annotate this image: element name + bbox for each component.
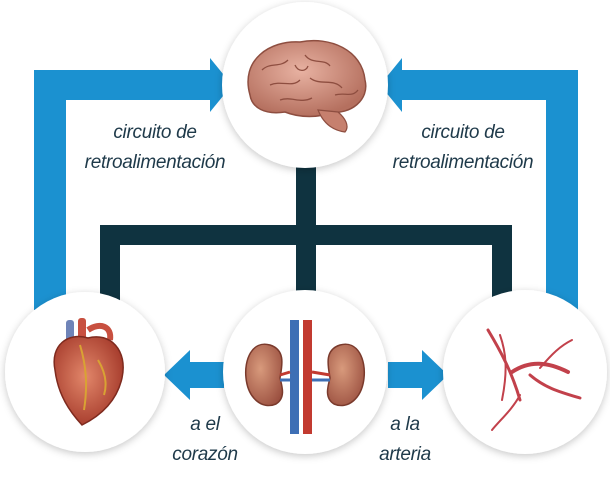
heart-icon	[53, 318, 124, 426]
kidneys-node	[223, 290, 387, 454]
feedback-label-right: circuito de retroalimentación	[368, 118, 558, 178]
to-heart-label-line1: a el	[190, 414, 220, 435]
feedback-arrow-right	[380, 58, 402, 112]
feedback-loop-left	[34, 58, 232, 310]
feedback-loop-right	[380, 58, 578, 310]
arrow-to-artery	[388, 350, 448, 400]
feedback-arrow-left	[210, 58, 232, 112]
brain-icon	[247, 40, 367, 133]
feedback-label-right-line1: circuito de	[421, 122, 505, 143]
brain-node	[222, 2, 388, 168]
artery-icon	[486, 328, 582, 431]
to-heart-label: a el corazón	[160, 410, 250, 470]
to-artery-label-line1: a la	[390, 414, 420, 435]
to-heart-label-line2: corazón	[172, 444, 238, 465]
to-artery-label-line2: arteria	[379, 444, 431, 465]
to-artery-label: a la arteria	[360, 410, 450, 470]
heart-node	[5, 292, 165, 452]
feedback-label-left-line1: circuito de	[113, 122, 197, 143]
artery-node	[443, 290, 607, 454]
arrow-to-heart	[164, 350, 224, 400]
kidneys-icon	[244, 320, 366, 434]
feedback-label-left-line2: retroalimentación	[84, 152, 226, 173]
feedback-label-right-line2: retroalimentación	[392, 152, 534, 173]
connector-tree	[100, 160, 512, 320]
feedback-label-left: circuito de retroalimentación	[60, 118, 250, 178]
